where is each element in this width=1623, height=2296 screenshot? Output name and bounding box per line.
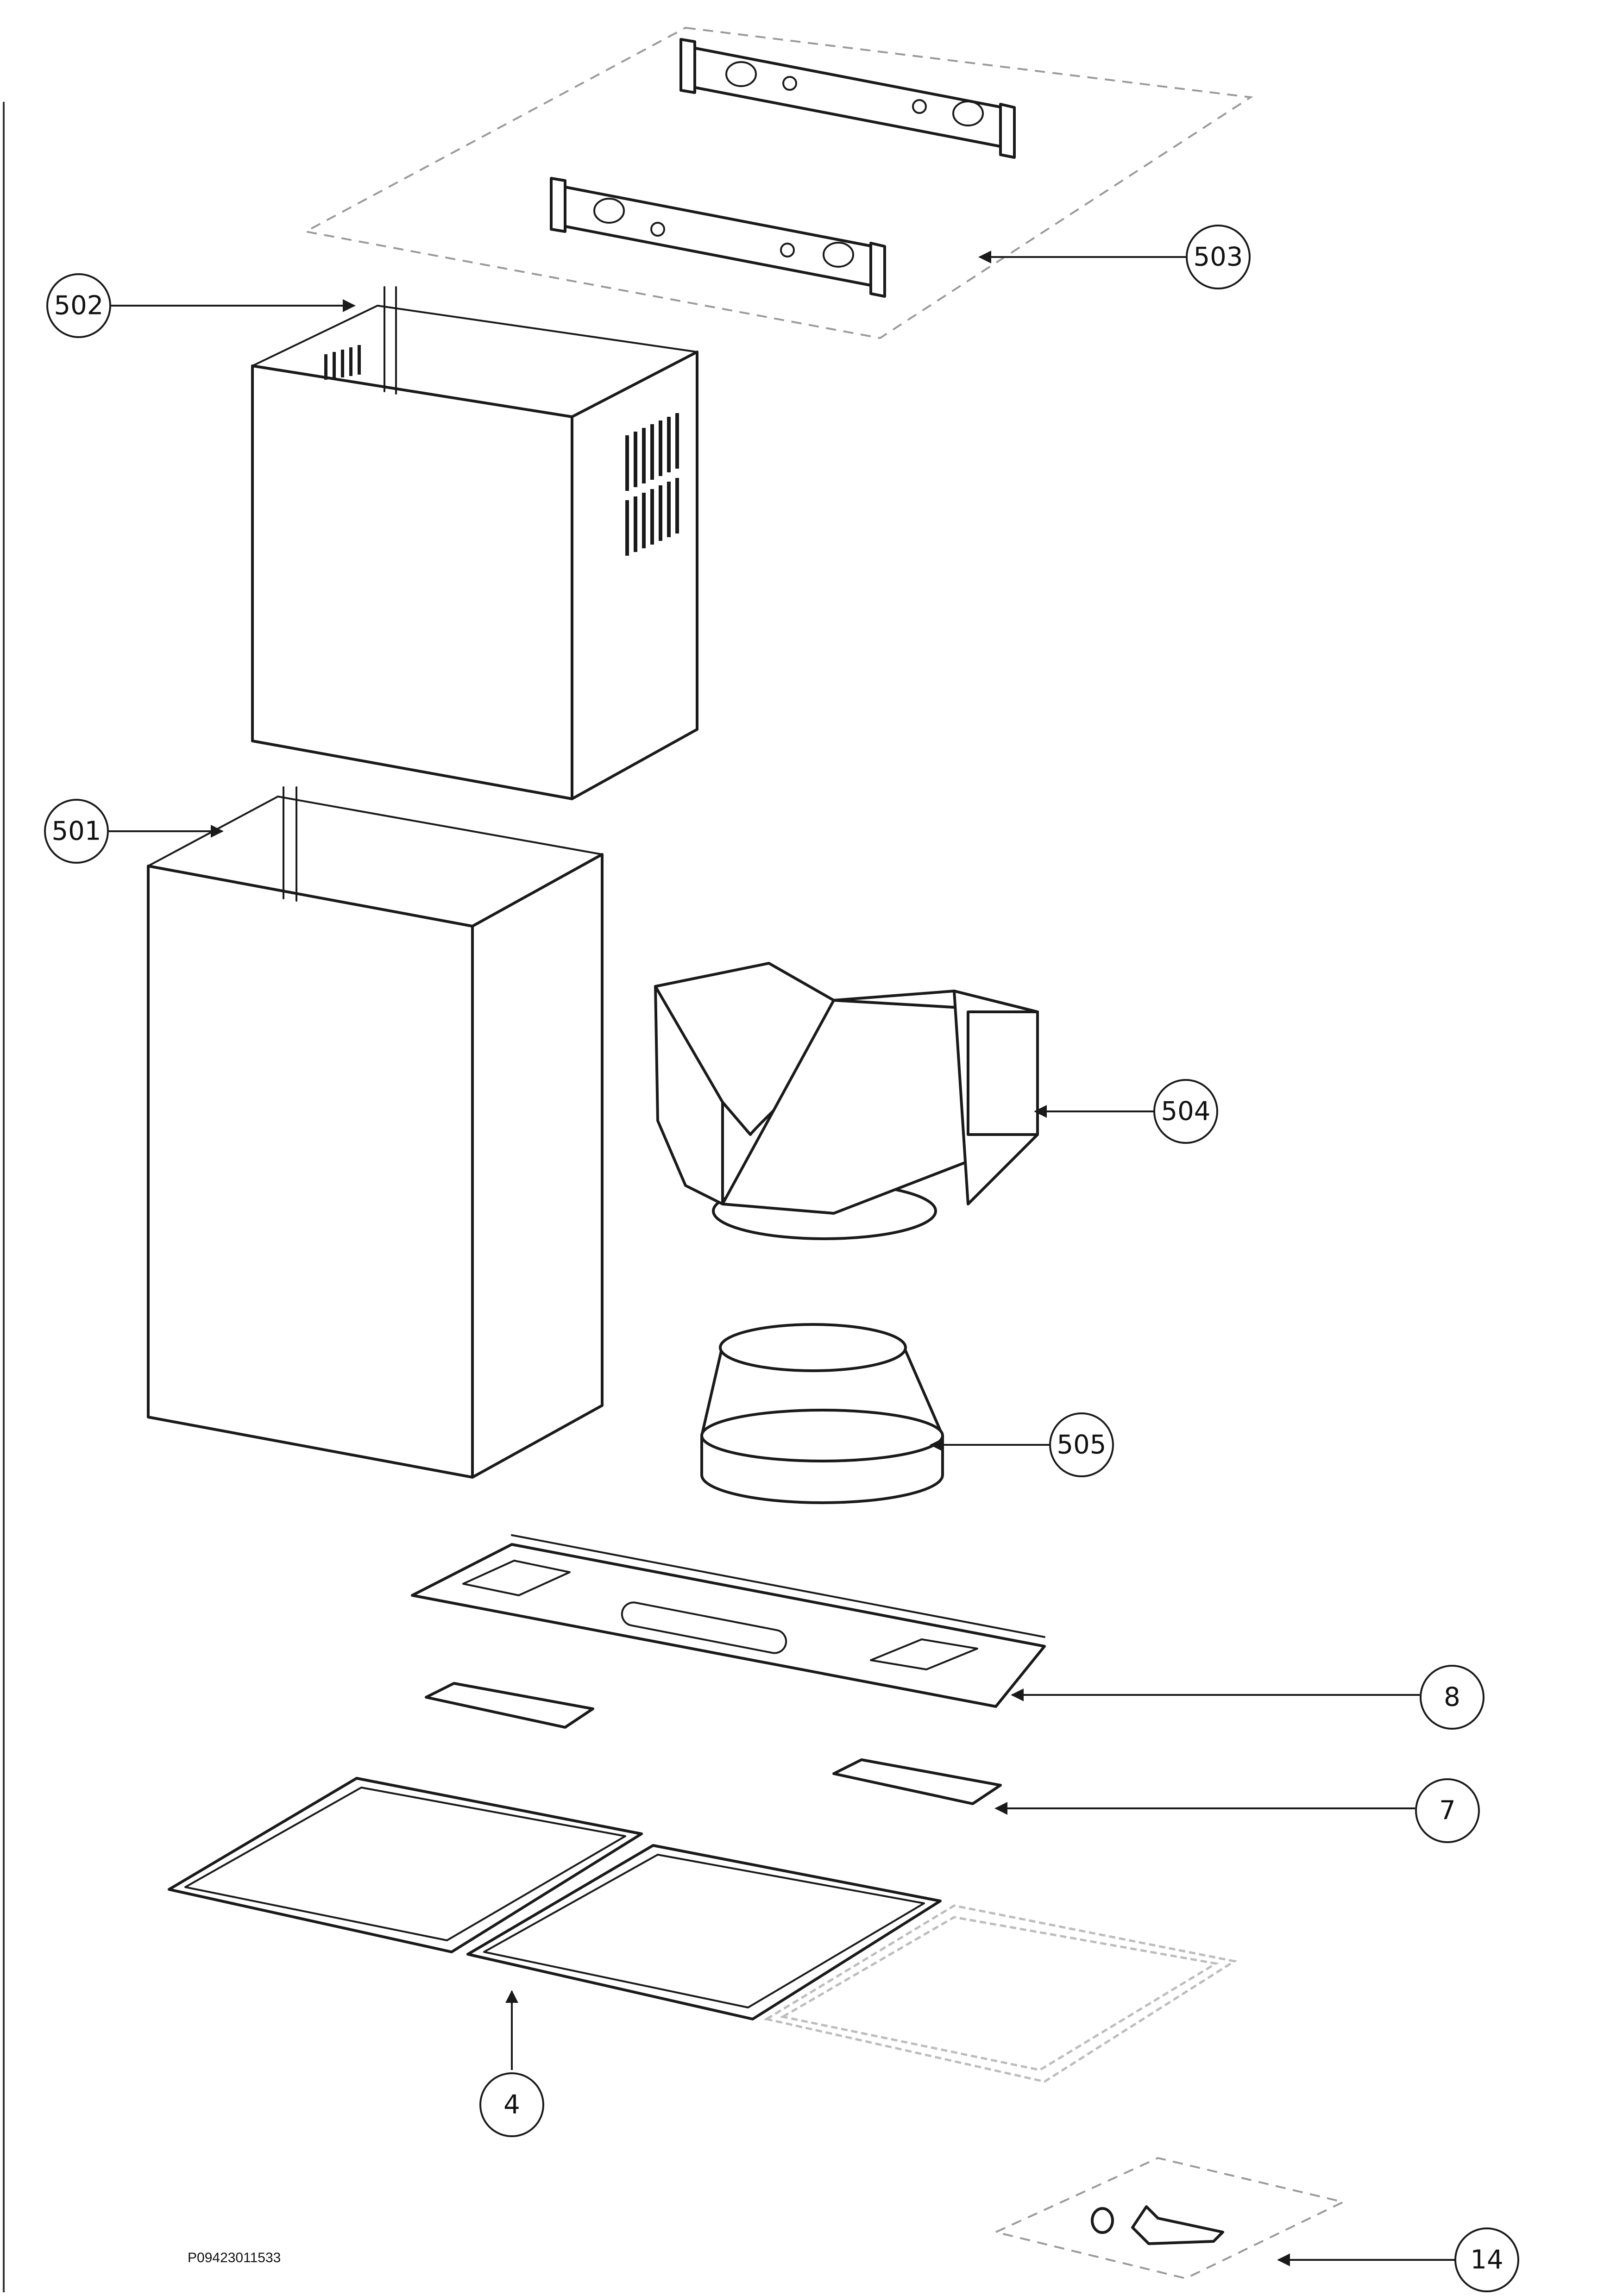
part-501-lower-chimney: [147, 786, 604, 1479]
mounting-plate-flange: [511, 1534, 1045, 1638]
part-502-upper-chimney: [251, 286, 698, 800]
upper-chimney-front: [251, 364, 573, 800]
callout-7: 7: [1415, 1778, 1480, 1843]
callout-503: 503: [1186, 225, 1251, 289]
grease-filter-left-inner: [184, 1787, 626, 1941]
plate-cutout: [870, 1638, 978, 1670]
callout-505: 505: [1049, 1412, 1114, 1477]
part-503-mounting-brackets: [303, 26, 1253, 339]
callout-502: 502: [46, 273, 111, 338]
part-504-air-diverter: [654, 962, 1039, 1240]
callout-501: 501: [44, 799, 109, 864]
lower-chimney-top-edge: [147, 796, 603, 867]
part-4-grease-filters: [168, 1777, 1238, 2083]
grease-filter-right: [466, 1844, 942, 2020]
bracket-hole: [593, 198, 625, 224]
keyhole: [780, 243, 795, 257]
fitting-washer: [1091, 2207, 1114, 2234]
lower-bracket-end-left: [550, 177, 566, 233]
upper-bracket-end-right: [999, 103, 1016, 159]
upper-chimney-vents: [324, 345, 679, 556]
svg-text:8: 8: [1444, 1682, 1460, 1713]
svg-text:4: 4: [503, 2090, 520, 2120]
lower-chimney-side: [471, 853, 604, 1479]
diverter-outlet-opening: [967, 1010, 1039, 1136]
adapter-top-ring: [719, 1323, 907, 1372]
upper-chimney-top-edge: [252, 305, 698, 367]
part-505-duct-adapter: [700, 1323, 944, 1504]
fitting-clamp: [1131, 2205, 1224, 2245]
grease-filter-right-inner: [483, 1854, 925, 2008]
svg-text:505: 505: [1057, 1430, 1107, 1460]
svg-text:501: 501: [52, 816, 101, 847]
part-14-fittings: [993, 2157, 1346, 2280]
part-8-mounting-plate: [411, 1534, 1046, 1708]
lower-bracket-end-right: [869, 242, 886, 298]
svg-text:504: 504: [1161, 1097, 1211, 1127]
callout-14: 14: [1454, 2227, 1519, 2292]
plate-slot: [621, 1601, 787, 1654]
svg-text:502: 502: [54, 291, 104, 321]
svg-text:503: 503: [1194, 242, 1243, 272]
mounting-plate: [411, 1543, 1046, 1708]
upper-bracket-end-left: [679, 38, 696, 94]
callout-8: 8: [1420, 1665, 1485, 1730]
keyhole: [650, 222, 665, 237]
keyhole: [912, 99, 927, 114]
keyhole: [782, 76, 797, 91]
upper-chimney-side: [571, 351, 698, 800]
filter-bracket-left: [425, 1682, 594, 1729]
diverter-left-face: [654, 985, 724, 1205]
lower-chimney-front: [147, 865, 474, 1479]
adapter-mid-ring: [700, 1409, 944, 1462]
glass-panel-ghost-inner: [780, 1916, 1219, 2071]
svg-text:14: 14: [1470, 2245, 1503, 2275]
leader-lines: [107, 251, 1457, 2266]
bracket-hole: [725, 61, 757, 87]
bracket-hole: [823, 242, 854, 268]
upper-bracket: [684, 45, 1011, 150]
bracket-hole: [952, 100, 984, 126]
filter-bracket-right: [832, 1758, 1002, 1805]
svg-text:7: 7: [1439, 1796, 1456, 1826]
callout-504: 504: [1153, 1079, 1218, 1144]
part-7-filter-brackets: [425, 1682, 1002, 1805]
ceiling-plane-ghost: [303, 26, 1253, 339]
document-id: P09423011533: [188, 2250, 281, 2265]
lower-bracket: [554, 184, 881, 289]
callout-4: 4: [479, 2072, 544, 2137]
plate-cutout: [462, 1560, 571, 1596]
